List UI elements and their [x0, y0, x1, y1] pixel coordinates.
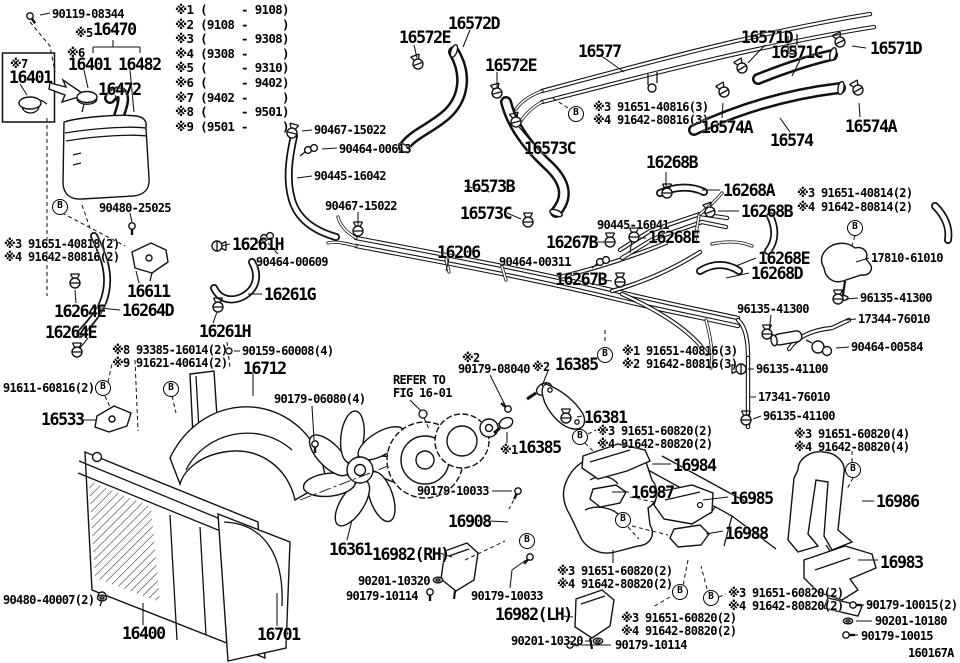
clamp-icon: [604, 232, 616, 248]
legend-row: ※5 ( - 9310): [175, 60, 290, 76]
sensor-art: [493, 382, 586, 435]
clamp-icon: [732, 57, 750, 76]
nut-icon: [592, 637, 604, 645]
clamp-icon: [832, 289, 844, 305]
pipe-cluster-art: [76, 132, 751, 370]
dashed-lines: [29, 21, 856, 608]
screw-icon: [127, 221, 137, 237]
hardware-icons: [24, 10, 866, 650]
bolt-icon: [497, 399, 514, 415]
right-pipe-art: [617, 183, 953, 430]
bolt-icon: [425, 587, 435, 603]
clamp-icon: [731, 363, 747, 375]
connector-icon: [299, 143, 319, 157]
clamp-icon: [522, 212, 534, 228]
legend-row: ※3 ( - 9308): [175, 31, 290, 47]
bolt-icon: [520, 551, 536, 568]
clamp-icon: [628, 227, 640, 243]
left-bracket-art: [94, 242, 169, 433]
washer-icon: [225, 347, 233, 355]
clamp-icon: [661, 183, 673, 199]
clamp-icon: [212, 297, 224, 313]
fan-shroud-art: [169, 370, 327, 662]
clamp-icon: [409, 53, 426, 72]
legend-row: ※8 ( - 9501): [175, 104, 290, 120]
bolt-icon: [841, 630, 857, 640]
bolt-icon: [510, 485, 524, 502]
bolt-icon: [565, 640, 581, 650]
hose-pipe-art-top: [397, 11, 877, 218]
legend-row: ※2 (9108 - ): [175, 16, 290, 32]
clamp-icon: [69, 273, 81, 289]
legend-row: ※9 (9501 - ): [175, 118, 290, 134]
screw-icon: [24, 10, 39, 27]
nut-icon: [842, 617, 854, 625]
clamp-icon: [714, 81, 732, 100]
radiator-art: [77, 450, 266, 660]
legend: ※1 ( - 9108)※2 (9108 - )※3 ( - 9308)※4 (…: [175, 2, 290, 134]
legend-row: ※1 ( - 9108): [175, 2, 290, 17]
clamp-icon: [761, 324, 773, 340]
figure-code: 160167A: [908, 646, 954, 660]
connector-icon: [255, 231, 275, 245]
drain-plug-icon: [96, 594, 108, 602]
engine-bracket-art: [440, 443, 877, 650]
water-pump-art: [299, 409, 506, 501]
clamp-icon: [614, 272, 626, 288]
clamp-icon: [848, 79, 866, 98]
legend-row: ※6 ( - 9402): [175, 74, 290, 90]
nut-icon: [432, 576, 444, 584]
legend-row: ※4 (9308 - ): [175, 45, 290, 61]
clamp-icon: [71, 342, 83, 358]
reservoir-tank-art: [1, 52, 150, 200]
legend-row: ※7 (9402 - ): [175, 89, 290, 105]
